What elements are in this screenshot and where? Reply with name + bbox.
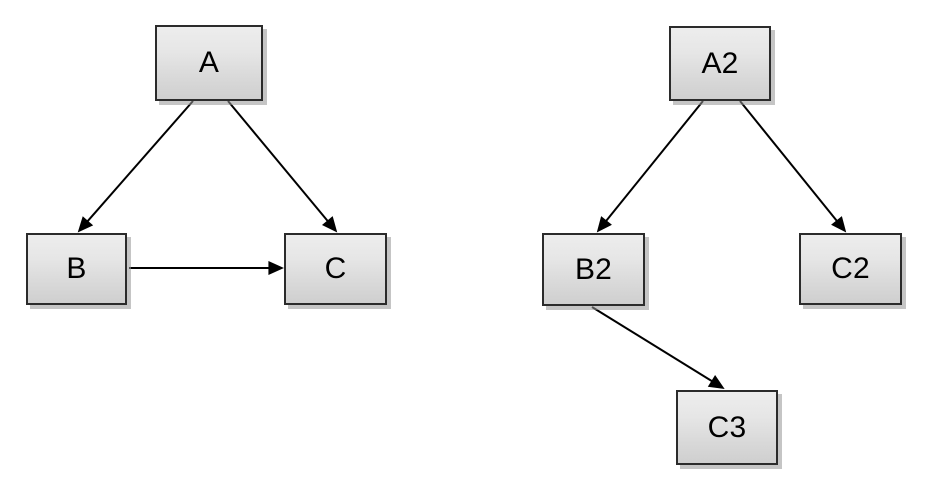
edge-B2-to-C3 (591, 306, 725, 390)
node-A2[interactable]: A2 (669, 26, 771, 101)
arrowhead-icon (707, 374, 725, 390)
edge-B-to-C (129, 261, 284, 275)
node-label: C2 (831, 252, 870, 285)
node-C3[interactable]: C3 (676, 390, 778, 465)
edge-line (591, 306, 715, 384)
arrowhead-icon (831, 216, 847, 233)
node-label: A (198, 46, 220, 79)
node-label: C (324, 252, 347, 285)
edge-line (227, 100, 330, 224)
edge-A-to-C (227, 100, 338, 233)
node-label: A2 (701, 46, 739, 80)
node-C2[interactable]: C2 (799, 233, 902, 305)
arrowhead-icon (268, 261, 284, 275)
edge-line (604, 100, 704, 224)
arrowhead-icon (77, 216, 94, 233)
edge-A2-to-C2 (739, 100, 847, 233)
edge-A2-to-B2 (596, 100, 704, 233)
node-label: B (66, 252, 87, 285)
node-B[interactable]: B (26, 233, 127, 305)
edge-line (739, 100, 839, 224)
node-B2[interactable]: B2 (542, 233, 645, 306)
node-label: B2 (574, 252, 613, 286)
edge-A-to-B (77, 100, 194, 233)
arrowhead-icon (596, 216, 612, 233)
node-label: C3 (707, 410, 747, 444)
arrowhead-icon (321, 216, 338, 233)
node-C[interactable]: C (284, 233, 387, 305)
edge-line (85, 100, 194, 224)
node-A[interactable]: A (155, 25, 263, 101)
